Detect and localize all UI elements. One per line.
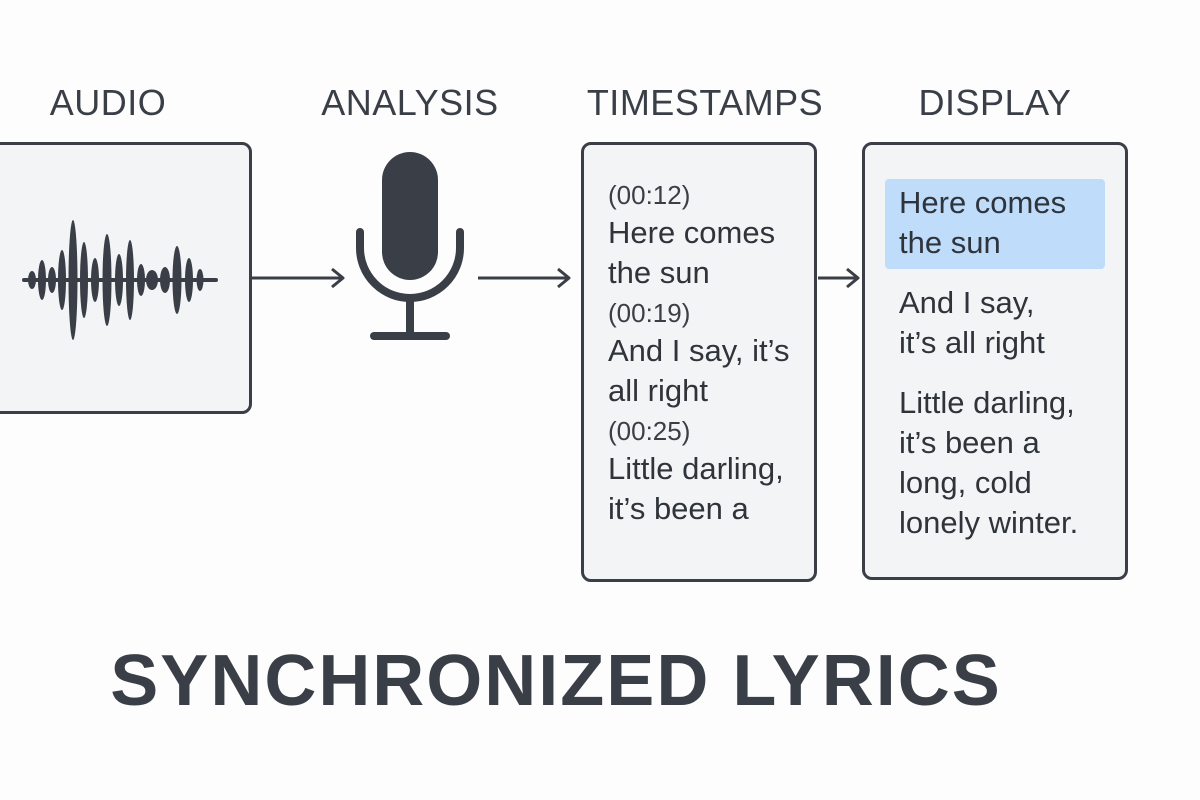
- timestamp-time: (00:19): [608, 298, 691, 328]
- stage-label-analysis: ANALYSIS: [321, 82, 499, 123]
- timestamp-lyric: Little darling,it’s been a: [608, 451, 784, 526]
- waveform-icon: [22, 220, 218, 340]
- microphone-icon: [356, 152, 464, 340]
- stage-label-audio: AUDIO: [49, 82, 167, 123]
- arrow-timestamps-to-display: [818, 267, 860, 289]
- stage-label-display: DISPLAY: [918, 82, 1072, 123]
- timestamp-time: (00:12): [608, 180, 691, 210]
- arrow-audio-to-analysis: [252, 267, 345, 289]
- timestamp-entry: (00:25) Little darling,it’s been a: [608, 415, 814, 529]
- stage-label-timestamps: TIMESTAMPS: [586, 82, 824, 123]
- timestamp-time: (00:25): [608, 416, 691, 446]
- diagram-title: SYNCHRONIZED LYRICS: [110, 641, 1002, 721]
- arrow-analysis-to-timestamps: [478, 267, 571, 289]
- display-line: And I say,it’s all right: [899, 285, 1045, 360]
